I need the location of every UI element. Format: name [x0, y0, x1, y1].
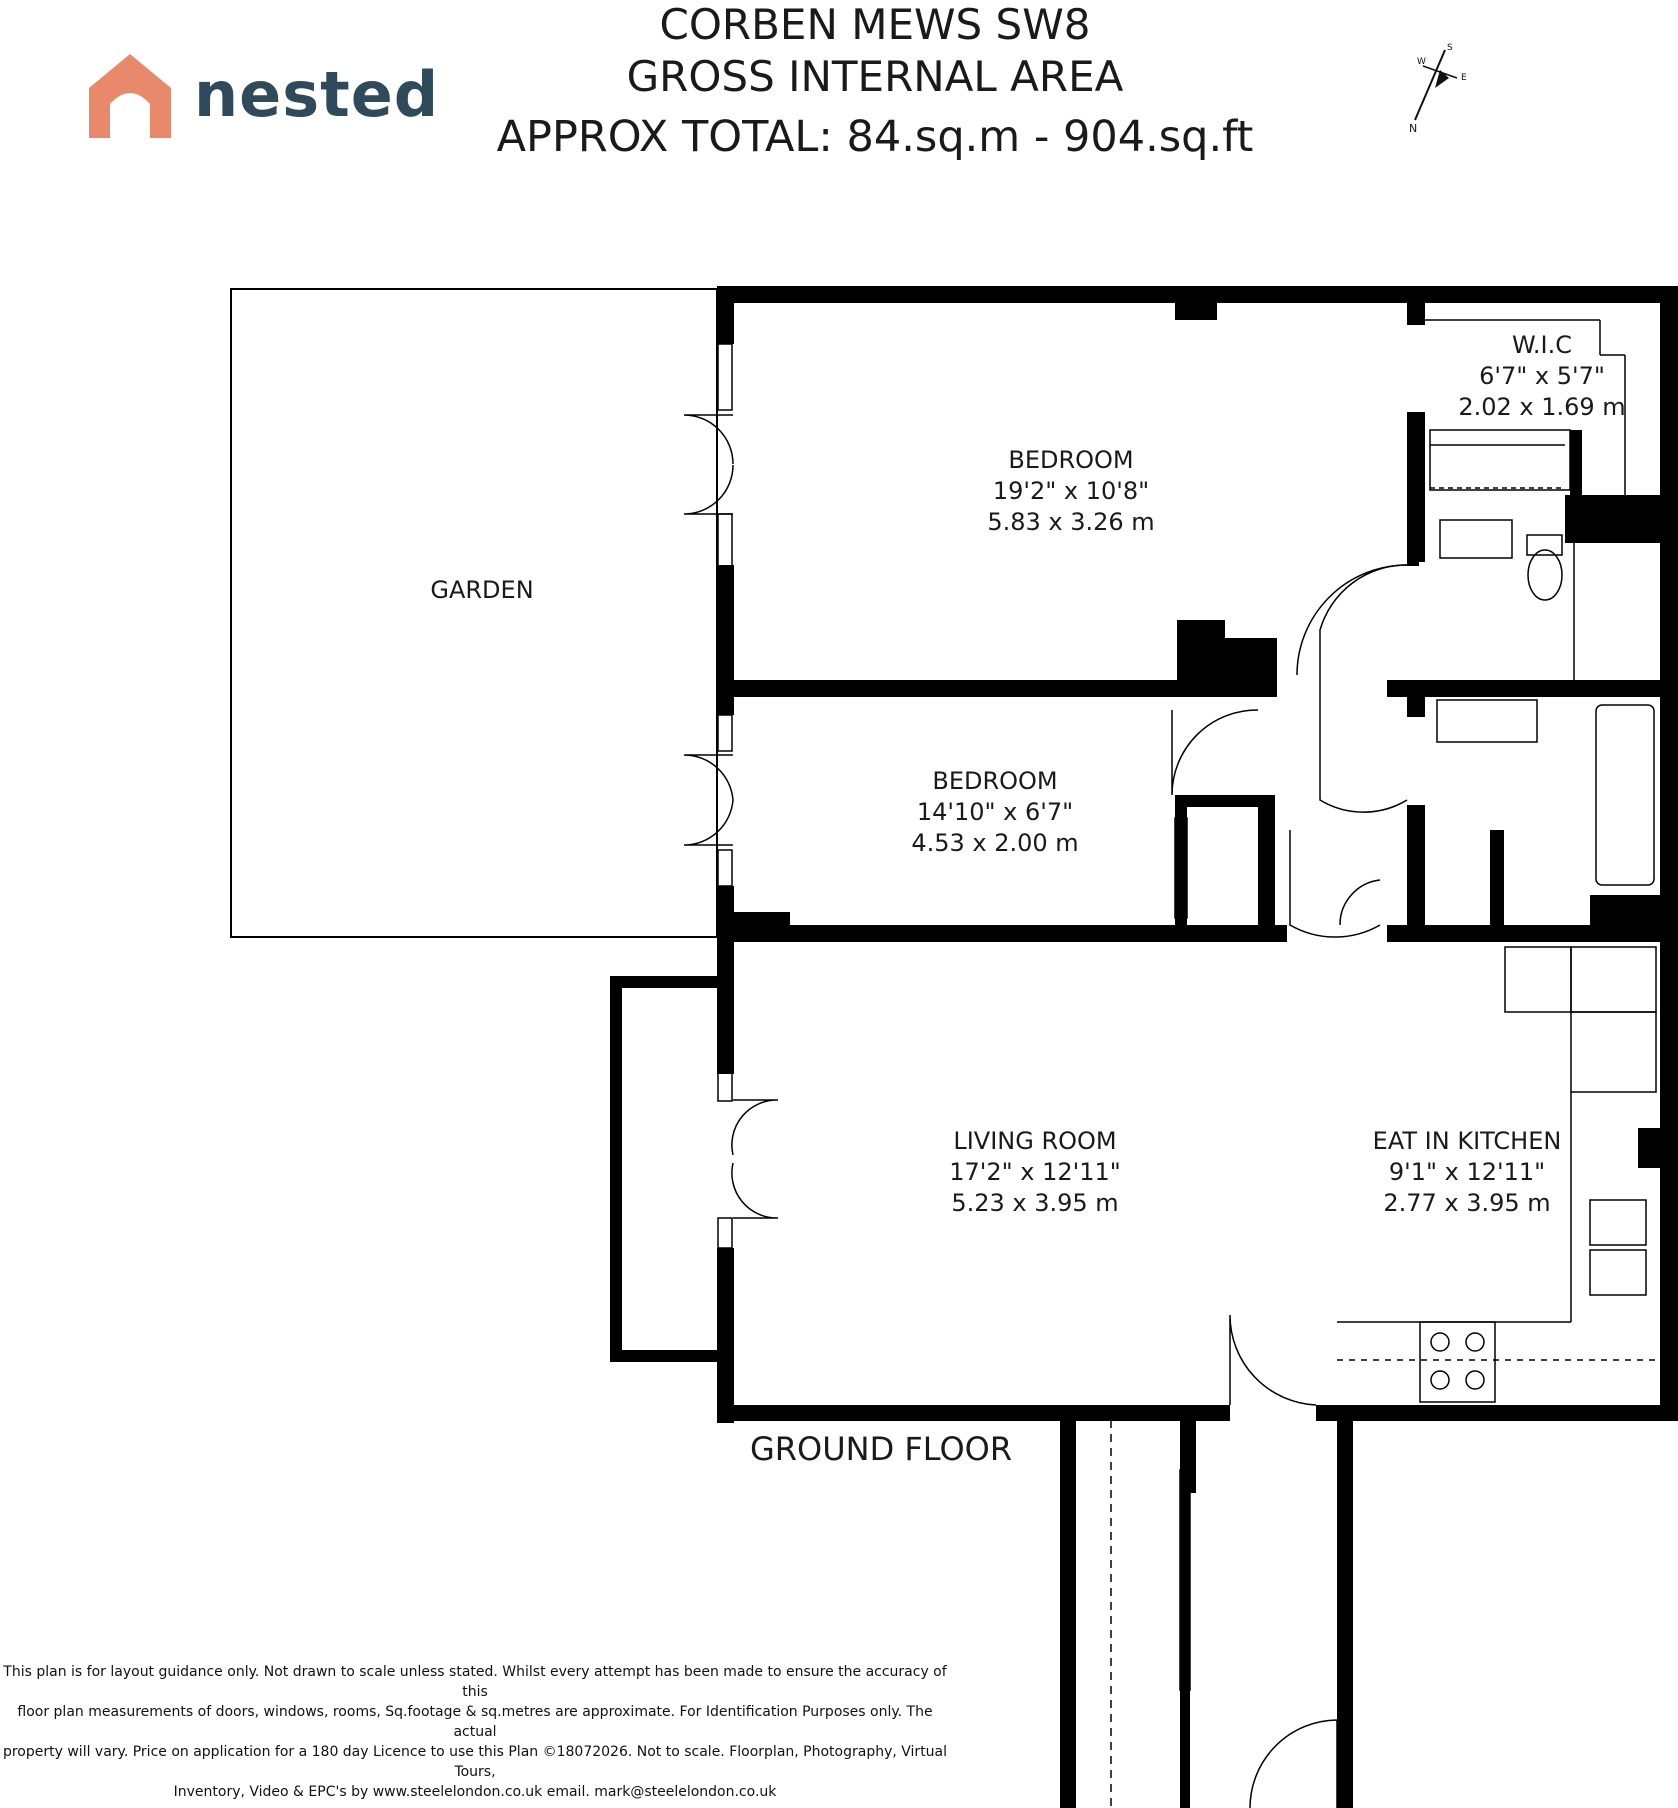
room-imperial: 14'10" x 6'7"	[916, 798, 1074, 826]
room-metric: 5.23 x 3.95 m	[951, 1189, 1119, 1217]
room-imperial: 9'1" x 12'11"	[1388, 1158, 1546, 1186]
room-imperial: 19'2" x 10'8"	[992, 477, 1150, 505]
floor-label: GROUND FLOOR	[750, 1430, 1013, 1468]
plan-area-total: APPROX TOTAL: 84.sq.m - 904.sq.ft	[496, 112, 1254, 162]
room-garden: GARDEN	[430, 575, 533, 606]
disclaimer-line: Inventory, Video & EPC's by www.steelelo…	[173, 1784, 777, 1800]
disclaimer-line: This plan is for layout guidance only. N…	[3, 1664, 947, 1700]
doors	[683, 414, 1408, 1808]
nested-logo: nested	[84, 50, 438, 150]
house-icon	[89, 54, 171, 138]
room-kitchen: EAT IN KITCHEN 9'1" x 12'11" 2.77 x 3.95…	[1373, 1126, 1562, 1219]
disclaimer-line: floor plan measurements of doors, window…	[17, 1704, 933, 1740]
room-name: GARDEN	[430, 576, 534, 604]
room-bedroom-1: BEDROOM 19'2" x 10'8" 5.83 x 3.26 m	[987, 445, 1154, 538]
plan-subtitle: GROSS INTERNAL AREA	[626, 52, 1124, 101]
room-name: BEDROOM	[1008, 446, 1134, 474]
room-living: LIVING ROOM 17'2" x 12'11" 5.23 x 3.95 m	[949, 1126, 1121, 1219]
compass-s: S	[1447, 43, 1453, 53]
room-name: EAT IN KITCHEN	[1372, 1127, 1562, 1155]
room-metric: 2.02 x 1.69 m	[1458, 393, 1626, 421]
room-name: W.I.C	[1511, 331, 1573, 359]
compass-e: E	[1461, 73, 1467, 83]
compass-n: N	[1409, 122, 1417, 135]
room-metric: 5.83 x 3.26 m	[987, 508, 1155, 536]
room-metric: 2.77 x 3.95 m	[1383, 1189, 1551, 1217]
room-wic: W.I.C 6'7" x 5'7" 2.02 x 1.69 m	[1458, 330, 1625, 423]
plan-title: CORBEN MEWS SW8	[659, 0, 1091, 49]
compass-w: W	[1417, 57, 1426, 67]
disclaimer: This plan is for layout guidance only. N…	[0, 1662, 950, 1802]
outer-walls	[610, 286, 1678, 1808]
room-metric: 4.53 x 2.00 m	[911, 829, 1079, 857]
garden-outline	[230, 288, 718, 938]
room-imperial: 17'2" x 12'11"	[949, 1158, 1121, 1186]
windows	[717, 343, 1191, 1691]
north-arrow-icon: N S E W	[1395, 40, 1475, 135]
room-name: BEDROOM	[932, 767, 1058, 795]
room-name: LIVING ROOM	[953, 1127, 1117, 1155]
room-bedroom-2: BEDROOM 14'10" x 6'7" 4.53 x 2.00 m	[911, 766, 1078, 859]
room-imperial: 6'7" x 5'7"	[1479, 362, 1605, 390]
disclaimer-line: property will vary. Price on application…	[2, 1744, 948, 1780]
internal-walls	[717, 300, 1678, 1168]
logo-text: nested	[194, 58, 440, 131]
fixtures	[1110, 319, 1660, 1808]
